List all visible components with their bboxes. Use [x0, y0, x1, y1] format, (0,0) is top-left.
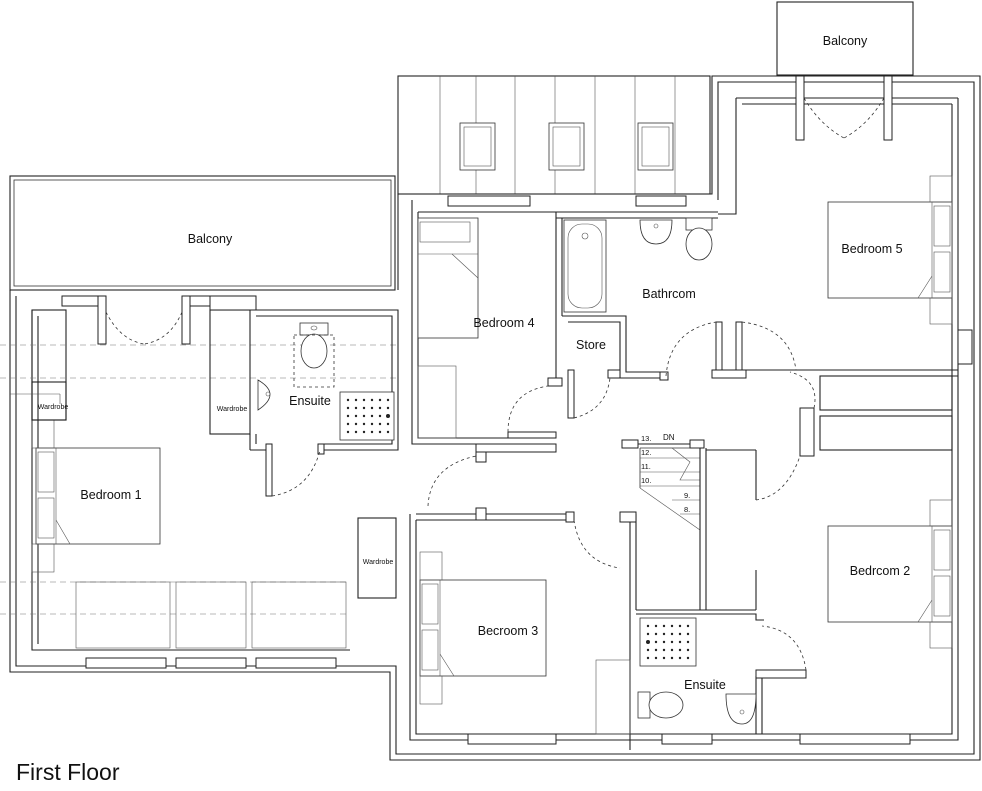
- stair-step-label: 11.: [641, 462, 651, 471]
- ensuite-left: [249, 309, 399, 497]
- label-balcony-left: Balcony: [188, 232, 233, 246]
- balcony-top-doors: [795, 75, 893, 141]
- stairs: [619, 371, 953, 750]
- stair-step-label: 12.: [641, 448, 651, 457]
- toilet-right: [637, 691, 651, 719]
- bed-4: [417, 217, 479, 339]
- basin-left: [257, 379, 271, 411]
- stairs-direction-label: DN: [663, 433, 675, 442]
- basin-right: [725, 693, 757, 725]
- bed-3: [419, 579, 547, 677]
- toilet-left: [299, 322, 329, 336]
- ensuite-right: [636, 613, 807, 734]
- label-bedroom-4: Bedroom 4: [473, 316, 534, 330]
- label-balcony-top: Balcony: [823, 34, 868, 48]
- bathroom-basin: [639, 219, 673, 245]
- bathroom-area: [556, 195, 747, 419]
- bedroom-2-area: [661, 499, 953, 745]
- stair-step-label: 9.: [684, 491, 690, 500]
- bedroom-3-area: [357, 443, 631, 745]
- bedroom-4-area: [411, 195, 563, 445]
- label-bedroom-5: Bedroom 5: [841, 242, 902, 256]
- balcony-left-outline: [9, 175, 396, 291]
- label-wardrobe-a: Wardrobe: [38, 404, 69, 411]
- label-ensuite-left: Ensuite: [289, 394, 331, 408]
- stair-step-label: 8.: [684, 505, 690, 514]
- bathtub: [563, 219, 607, 313]
- label-bedroom-3: Becroom 3: [478, 624, 538, 638]
- bed-1: [35, 447, 161, 545]
- stair-step-label: 13.: [641, 434, 651, 443]
- label-wardrobe-b: Wardrobe: [217, 406, 248, 413]
- bedroom-1-area: [0, 295, 400, 669]
- label-bedroom-2: Bedrcom 2: [850, 564, 910, 578]
- label-ensuite-right: Ensuite: [684, 678, 726, 692]
- label-wardrobe-c: Wardrobe: [363, 559, 394, 566]
- label-bedroom-1: Bedroom 1: [80, 488, 141, 502]
- bedroom-5-area: [741, 175, 973, 377]
- balcony-left-doors: [61, 295, 221, 345]
- label-bathroom: Bathrcom: [642, 287, 696, 301]
- roof-section: [397, 75, 711, 195]
- label-store: Store: [576, 338, 606, 352]
- skylight-2: [548, 122, 585, 171]
- bed-5: [827, 201, 953, 299]
- stair-step-label: 10.: [641, 476, 651, 485]
- skylight-1: [459, 122, 496, 171]
- skylight-3: [637, 122, 674, 171]
- balcony-top-outline: [776, 1, 914, 76]
- floor-title: First Floor: [16, 759, 120, 785]
